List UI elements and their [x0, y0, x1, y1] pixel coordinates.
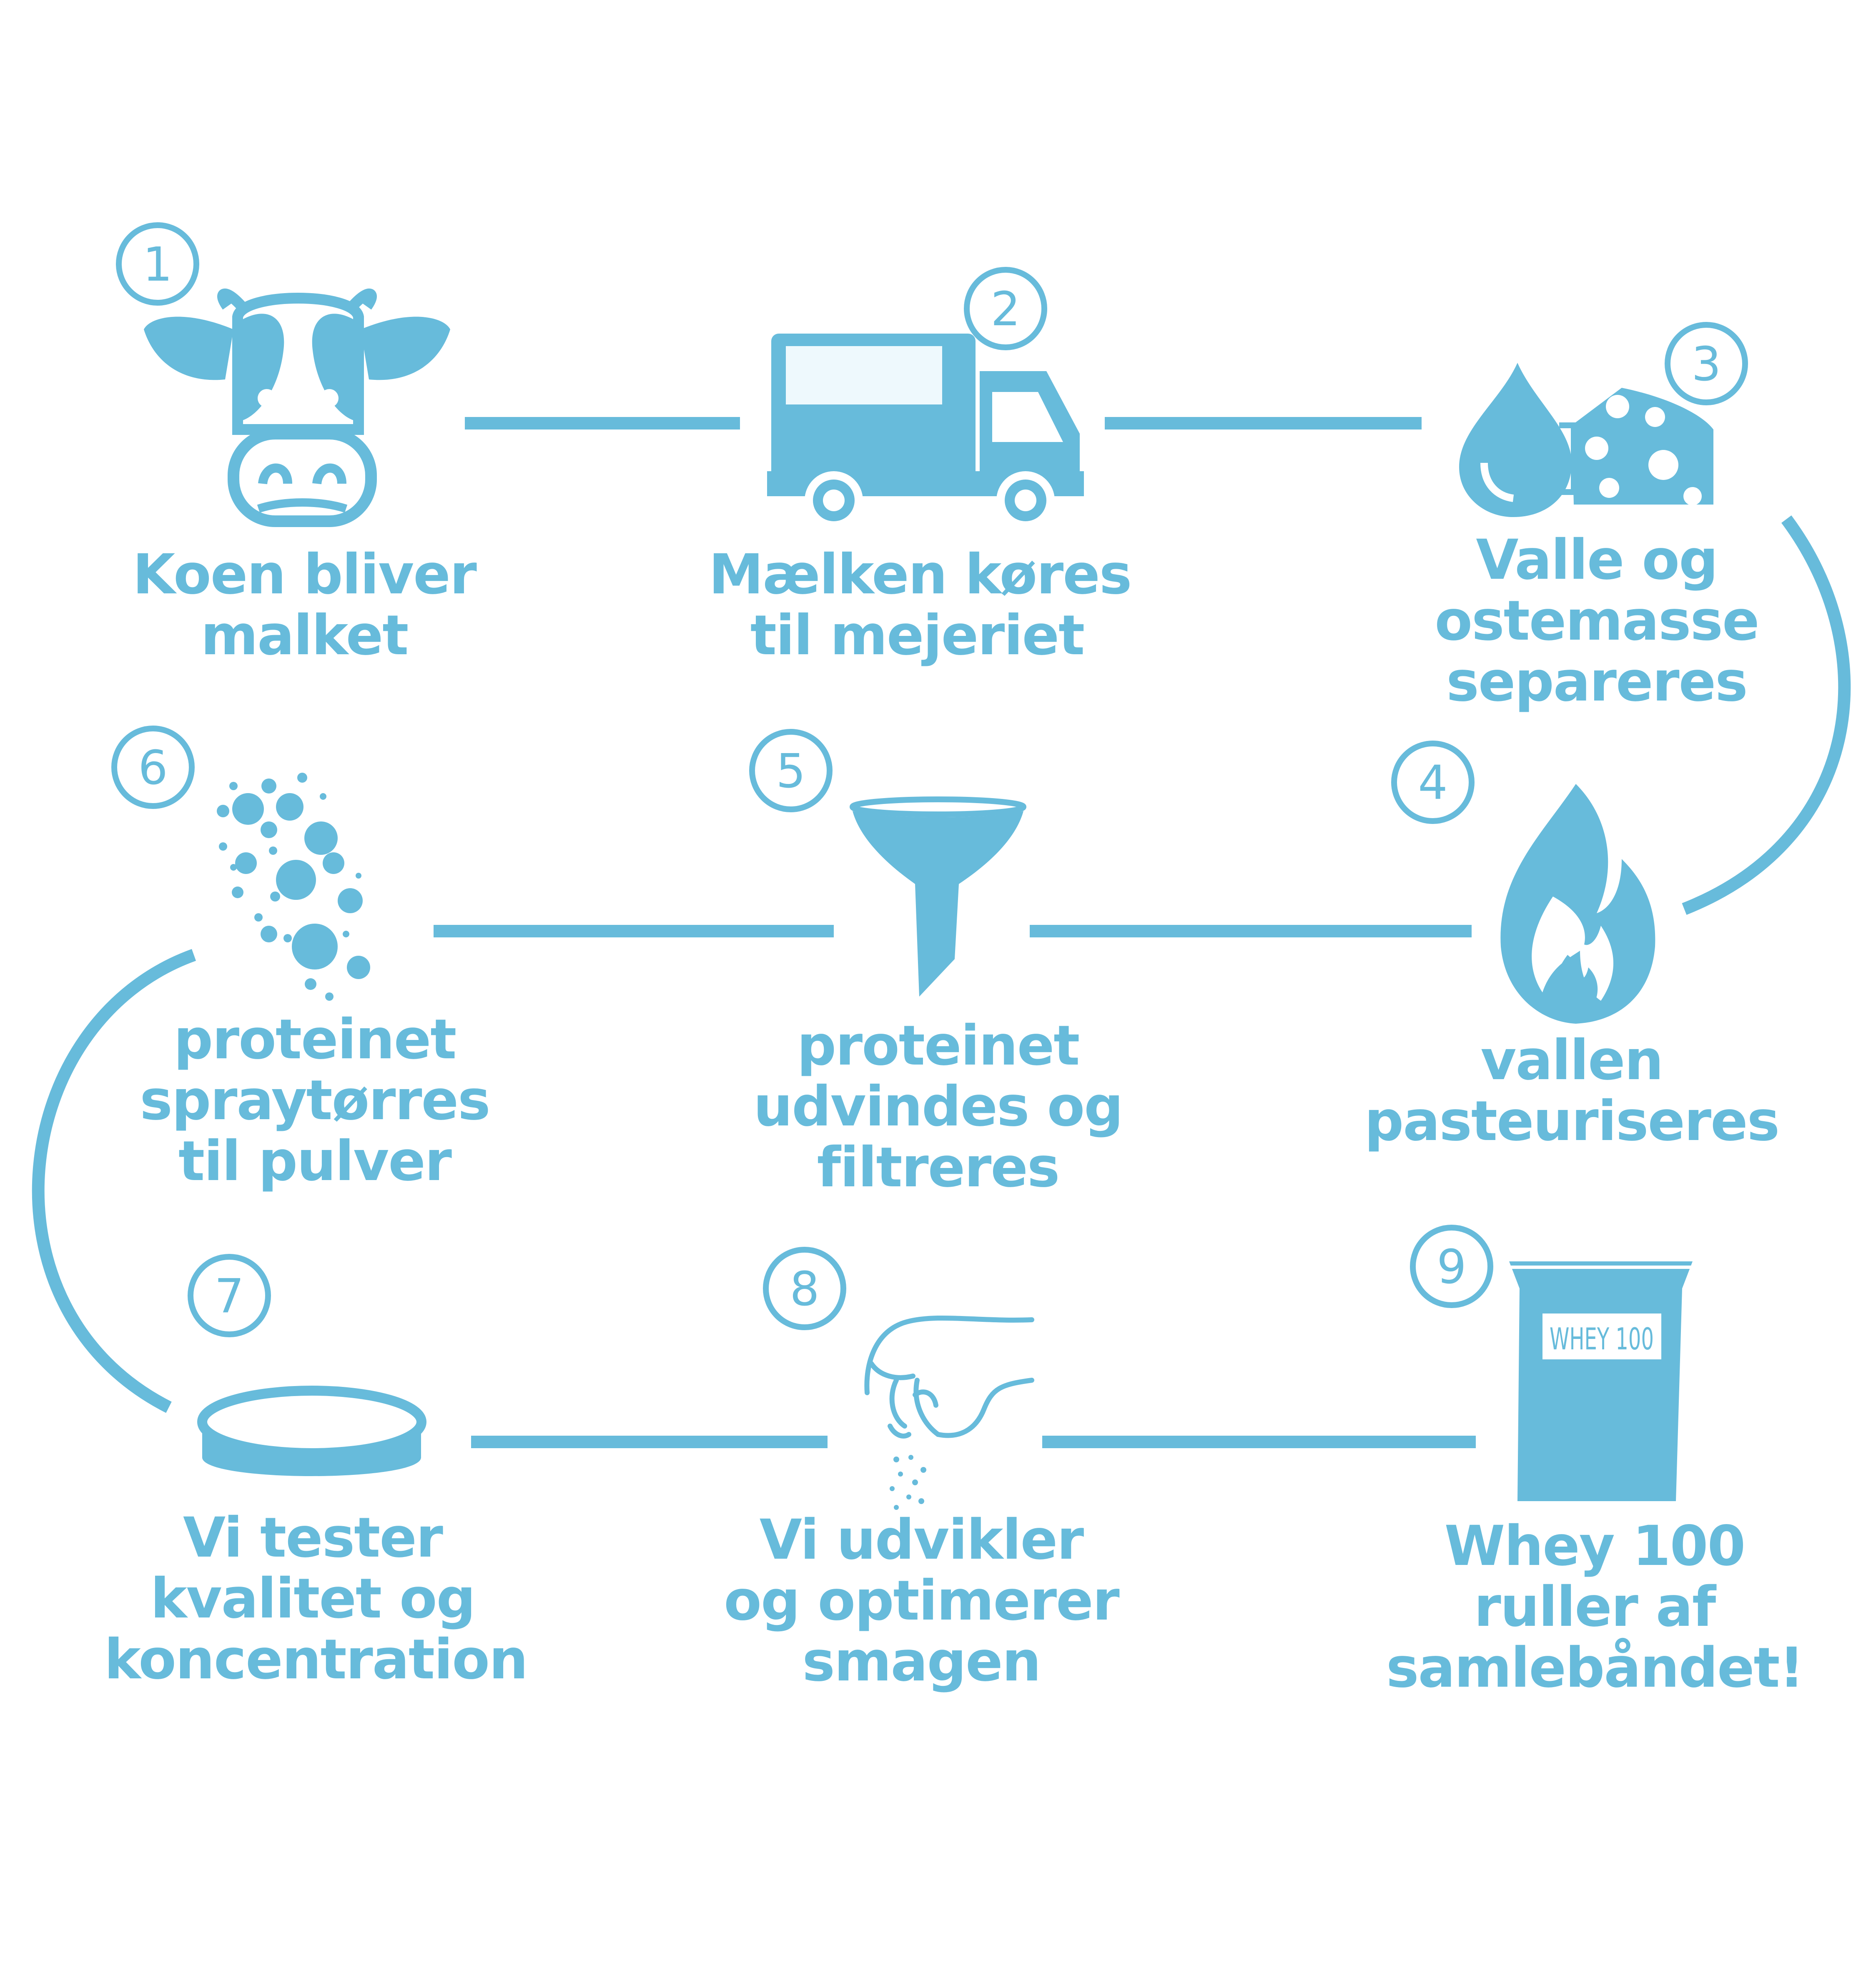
- step-label-8-line-2: og optimerer: [724, 1569, 1119, 1633]
- flame-icon: [1500, 784, 1655, 1024]
- step-label-5-line-1: proteinet: [797, 1014, 1080, 1078]
- step-label-4-line-2: pasteuriseres: [1364, 1089, 1780, 1153]
- step-number-circle-4: [1391, 741, 1475, 824]
- step-label-5-line-3: filtreres: [817, 1135, 1060, 1200]
- step-label-9-line-3: samlebåndet!: [1386, 1636, 1804, 1700]
- step-label-5-line-2: udvindes og: [753, 1075, 1123, 1139]
- connector-3-4-arc: [1682, 515, 1851, 915]
- step-number-circle-2: [964, 267, 1047, 350]
- step-number-9: 9: [1437, 1240, 1466, 1294]
- step-label-2: Mælken køres til mejeriet: [709, 542, 1132, 668]
- step-number-circle-5: [749, 729, 833, 812]
- step-label-7-line-3: koncentration: [104, 1627, 528, 1692]
- cow-icon: [144, 289, 450, 527]
- step-label-1-line-2: malket: [201, 603, 409, 668]
- step-label-8-line-3: smagen: [802, 1630, 1041, 1694]
- truck-icon: [767, 334, 1084, 530]
- step-label-6-line-3: til pulver: [178, 1129, 452, 1193]
- connector-6-7-arc: [32, 949, 196, 1413]
- step-number-7: 7: [214, 1269, 244, 1324]
- step-number-4: 4: [1418, 756, 1447, 810]
- step-label-3-line-3: separeres: [1446, 650, 1748, 714]
- step-label-6: proteinet spraytørres til pulver: [106, 1009, 523, 1192]
- step-number-6: 6: [138, 741, 168, 795]
- step-label-9-line-1: Whey 100: [1444, 1514, 1746, 1578]
- step-label-3: Valle og ostemasse separeres: [1388, 530, 1805, 712]
- step-label-1: Koen bliver malket: [96, 544, 513, 666]
- step-number-circle-3: [1665, 322, 1748, 405]
- step-number-circle-8: [763, 1247, 846, 1330]
- salt-grains: [890, 1455, 926, 1510]
- step-label-7-line-2: kvalitet og: [150, 1567, 476, 1631]
- protein-bag-icon: WHEY 100: [1509, 1261, 1693, 1501]
- step-number-1: 1: [143, 238, 172, 292]
- petri-dish-icon: [197, 1386, 426, 1476]
- step-number-2: 2: [991, 282, 1020, 337]
- step-number-circle-6: [111, 726, 195, 809]
- step-label-8: Vi udvikler og optimerer smagen: [713, 1509, 1130, 1692]
- milk-drop-cheese-icon: [1459, 363, 1713, 517]
- step-label-5: proteinet udvindes og filtreres: [730, 1015, 1146, 1198]
- step-label-8-line-1: Vi udvikler: [759, 1508, 1084, 1572]
- powder-particles-icon: [217, 773, 370, 1001]
- step-number-3: 3: [1691, 337, 1721, 392]
- step-label-3-line-1: Valle og: [1476, 528, 1718, 592]
- step-label-1-line-1: Koen bliver: [133, 542, 477, 607]
- step-label-2-line-2: til mejeriet: [750, 603, 1085, 668]
- step-label-9-line-2: ruller af: [1474, 1575, 1716, 1639]
- step-label-3-line-2: ostemasse: [1435, 589, 1759, 653]
- step-label-7-line-1: Vi tester: [183, 1506, 443, 1570]
- step-number-circle-7: [188, 1254, 271, 1337]
- funnel-icon: [850, 796, 1026, 997]
- bag-label: WHEY 100: [1550, 1321, 1654, 1356]
- step-label-6-line-1: proteinet: [173, 1007, 457, 1072]
- step-number-5: 5: [776, 744, 805, 799]
- step-label-4-line-1: vallen: [1480, 1028, 1663, 1092]
- step-number-circle-1: [116, 222, 199, 306]
- step-number-circle-9: [1410, 1225, 1493, 1308]
- seasoning-hand-icon: [864, 1315, 1034, 1439]
- step-label-4: vallen pasteuriseres: [1363, 1030, 1780, 1152]
- step-label-6-line-2: spraytørres: [140, 1068, 490, 1133]
- step-label-9: Whey 100 ruller af samlebåndet!: [1386, 1514, 1804, 1700]
- step-label-7: Vi tester kvalitet og koncentration: [104, 1506, 528, 1692]
- step-label-2-line-1: Mælken køres: [709, 542, 1132, 607]
- step-number-8: 8: [790, 1262, 819, 1316]
